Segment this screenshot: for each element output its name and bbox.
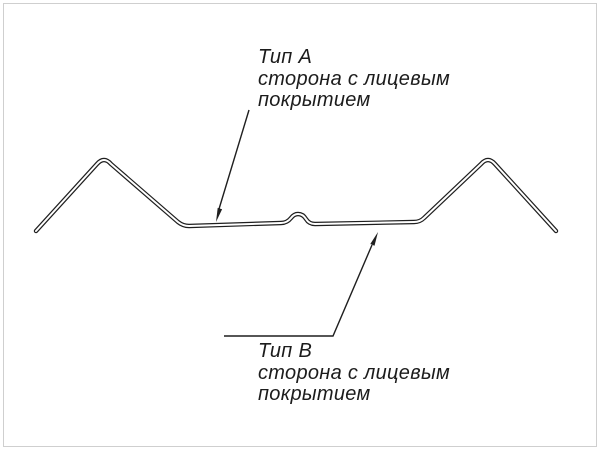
arrowhead-a [216, 207, 223, 222]
arrowhead-b [370, 232, 378, 246]
label-a-line1: сторона с лицевым [258, 68, 450, 90]
label-a-line2: покрытием [258, 89, 371, 111]
leader-line-b [224, 232, 378, 337]
leader-line-a [216, 109, 250, 222]
label-type-a: Тип А сторона с лицевым покрытием [258, 47, 450, 111]
label-b-line1: сторона с лицевым [258, 362, 450, 384]
label-a-title: Тип А [258, 46, 313, 68]
label-b-line2: покрытием [258, 383, 371, 405]
profile-outline [33, 157, 559, 234]
label-type-b: Тип В сторона с лицевым покрытием [258, 341, 450, 405]
label-b-title: Тип В [258, 340, 313, 362]
